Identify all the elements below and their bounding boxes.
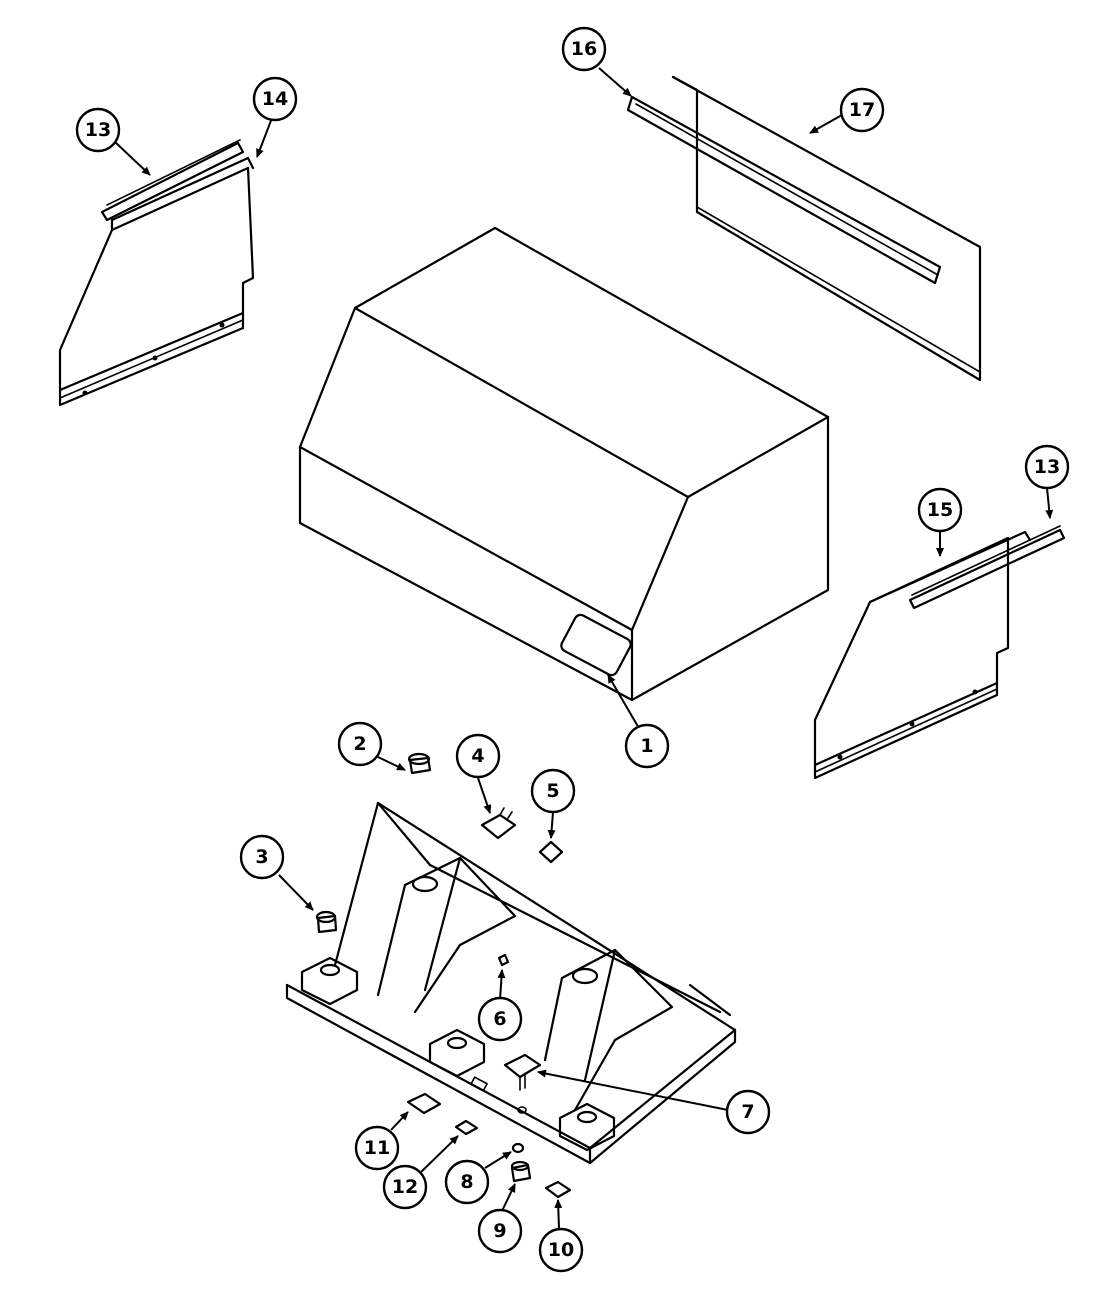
callout-7-label: 7 <box>741 1101 754 1123</box>
callout-3[interactable]: 3 <box>239 834 285 880</box>
right-side-panel <box>813 525 1066 780</box>
clip-part-6 <box>497 953 510 967</box>
callout-6[interactable]: 6 <box>477 996 523 1042</box>
callout-7[interactable]: 7 <box>725 1089 771 1135</box>
callout-3-label: 3 <box>255 846 268 868</box>
callout-11-label: 11 <box>364 1137 390 1159</box>
callout-15[interactable]: 15 <box>917 487 963 533</box>
callout-17[interactable]: 17 <box>839 87 885 133</box>
left-side-panel <box>58 139 255 407</box>
callout-4[interactable]: 4 <box>455 733 501 779</box>
knob-part-2 <box>407 752 432 775</box>
callout-5-label: 5 <box>546 780 559 802</box>
washer-part-8 <box>511 1142 525 1154</box>
callout-16-label: 16 <box>571 38 597 60</box>
callout-13-left[interactable]: 13 <box>75 107 121 153</box>
callout-12-label: 12 <box>392 1176 418 1198</box>
callout-13-right[interactable]: 13 <box>1024 444 1070 490</box>
callout-2[interactable]: 2 <box>337 721 383 767</box>
switch-part-12 <box>454 1119 479 1136</box>
callout-10-label: 10 <box>548 1239 574 1261</box>
callout-11[interactable]: 11 <box>354 1125 400 1171</box>
switch-part-4 <box>480 807 517 840</box>
callout-9-label: 9 <box>493 1220 506 1242</box>
callout-15-label: 15 <box>927 499 953 521</box>
bracket-part-7 <box>503 1053 542 1091</box>
callout-5[interactable]: 5 <box>530 768 576 814</box>
callout-10[interactable]: 10 <box>538 1227 584 1273</box>
callout-1[interactable]: 1 <box>624 723 670 769</box>
callout-9[interactable]: 9 <box>477 1208 523 1254</box>
callout-1-label: 1 <box>640 735 653 757</box>
back-panel <box>626 75 982 382</box>
callout-8-label: 8 <box>460 1171 473 1193</box>
callout-13-right-label: 13 <box>1034 456 1060 478</box>
callout-2-label: 2 <box>353 733 366 755</box>
hood-body <box>298 226 830 702</box>
knob-part-3 <box>315 910 338 934</box>
callout-14-label: 14 <box>262 88 288 110</box>
callout-6-label: 6 <box>493 1008 506 1030</box>
hood-chassis <box>285 801 737 1165</box>
callout-12[interactable]: 12 <box>382 1164 428 1210</box>
callout-4-label: 4 <box>471 745 484 767</box>
callout-8[interactable]: 8 <box>444 1159 490 1205</box>
leader-lines <box>114 67 1054 1230</box>
callout-17-label: 17 <box>849 99 875 121</box>
callout-14[interactable]: 14 <box>252 76 298 122</box>
switch-part-10 <box>544 1180 572 1199</box>
switch-part-11 <box>406 1092 442 1115</box>
callout-13-left-label: 13 <box>85 119 111 141</box>
callout-16[interactable]: 16 <box>561 26 607 72</box>
lamp-socket-part-9 <box>510 1160 532 1183</box>
clip-part-5 <box>538 840 564 864</box>
